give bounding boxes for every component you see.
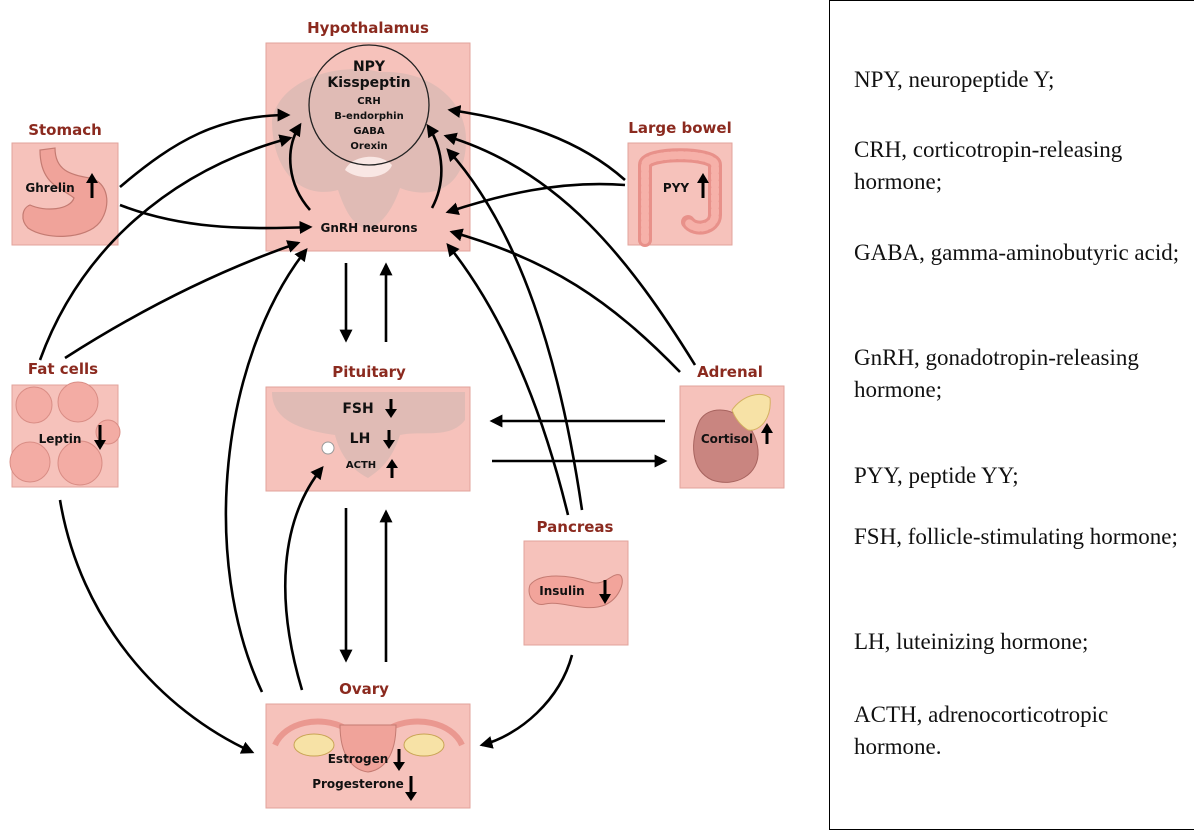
pituitary-title: Pituitary	[332, 363, 406, 381]
factor-npy: NPY	[353, 59, 386, 75]
leptin-down-arrow-icon	[94, 425, 106, 450]
adrenal-box: Cortisol	[679, 385, 785, 489]
cortisol-label: Cortisol	[701, 432, 753, 446]
adrenal-title: Adrenal	[697, 363, 763, 381]
factor-b-endorphin: B-endorphin	[334, 111, 403, 122]
stomach-box: Ghrelin	[11, 142, 119, 246]
neurotransmitter-circle	[308, 44, 430, 166]
insulin-down-arrow-icon	[599, 580, 611, 604]
hypothalamus-box: NPY Kisspeptin CRH B-endorphin GABA Orex…	[265, 42, 471, 252]
legend-item-acth: ACTH, adrenocorticotropic hormone.	[854, 702, 1109, 759]
fsh-label: FSH	[342, 401, 373, 417]
pancreas-title: Pancreas	[537, 518, 614, 536]
fsh-down-arrow-icon	[385, 399, 397, 418]
cortisol-up-arrow-icon	[761, 423, 773, 444]
insulin-label: Insulin	[539, 584, 584, 598]
legend-item-lh: LH, luteinizing hormone;	[854, 629, 1089, 654]
hypothalamus-title: Hypothalamus	[307, 19, 429, 37]
large-bowel-title: Large bowel	[628, 119, 731, 137]
leptin-label: Leptin	[39, 432, 82, 446]
pyy-label: PYY	[663, 181, 689, 195]
factor-orexin: Orexin	[350, 141, 387, 152]
abbreviation-legend: NPY, neuropeptide Y; CRH, corticotropin-…	[829, 0, 1194, 830]
legend-item-pyy: PYY, peptide YY;	[854, 463, 1019, 488]
legend-item-fsh: FSH, follicle-stimulating hormone;	[854, 524, 1178, 549]
stomach-title: Stomach	[28, 121, 102, 139]
ghrelin-up-arrow-icon	[86, 173, 98, 198]
factor-crh: CRH	[357, 96, 380, 107]
gnrh-neurons-label: GnRH neurons	[321, 221, 418, 235]
legend-item-npy: NPY, neuropeptide Y;	[854, 67, 1055, 92]
legend-item-gaba: GABA, gamma-aminobutyric acid;	[854, 240, 1180, 265]
ghrelin-label: Ghrelin	[25, 181, 74, 195]
factor-gaba: GABA	[353, 126, 385, 137]
pituitary-box: FSH LH ACTH	[265, 386, 471, 492]
factor-kisspeptin: Kisspeptin	[327, 75, 410, 91]
estrogen-label: Estrogen	[328, 752, 389, 766]
lh-down-arrow-icon	[383, 430, 395, 449]
pyy-up-arrow-icon	[697, 173, 709, 198]
acth-label: ACTH	[346, 460, 376, 471]
acth-up-arrow-icon	[386, 459, 398, 478]
endocrine-diagram: Hypothalamus NPY Kisspeptin CRH B-endorp…	[9, 19, 785, 809]
connector-arrows	[38, 105, 697, 754]
ovary-box: Estrogen Progesterone	[265, 703, 471, 809]
large-bowel-box: PYY	[627, 142, 733, 247]
lh-label: LH	[350, 431, 371, 447]
progesterone-label: Progesterone	[312, 777, 404, 791]
legend-item-gnrh: GnRH, gonadotropin-releasing hormone;	[854, 345, 1139, 402]
legend-item-crh: CRH, corticotropin-releasing hormone;	[854, 137, 1123, 194]
fat-cells-box: Leptin	[9, 381, 121, 488]
pancreas-box: Insulin	[523, 540, 629, 646]
fat-cells-title: Fat cells	[28, 360, 98, 378]
ovary-title: Ovary	[339, 680, 389, 698]
estrogen-down-arrow-icon	[393, 749, 405, 771]
progesterone-down-arrow-icon	[405, 776, 417, 801]
